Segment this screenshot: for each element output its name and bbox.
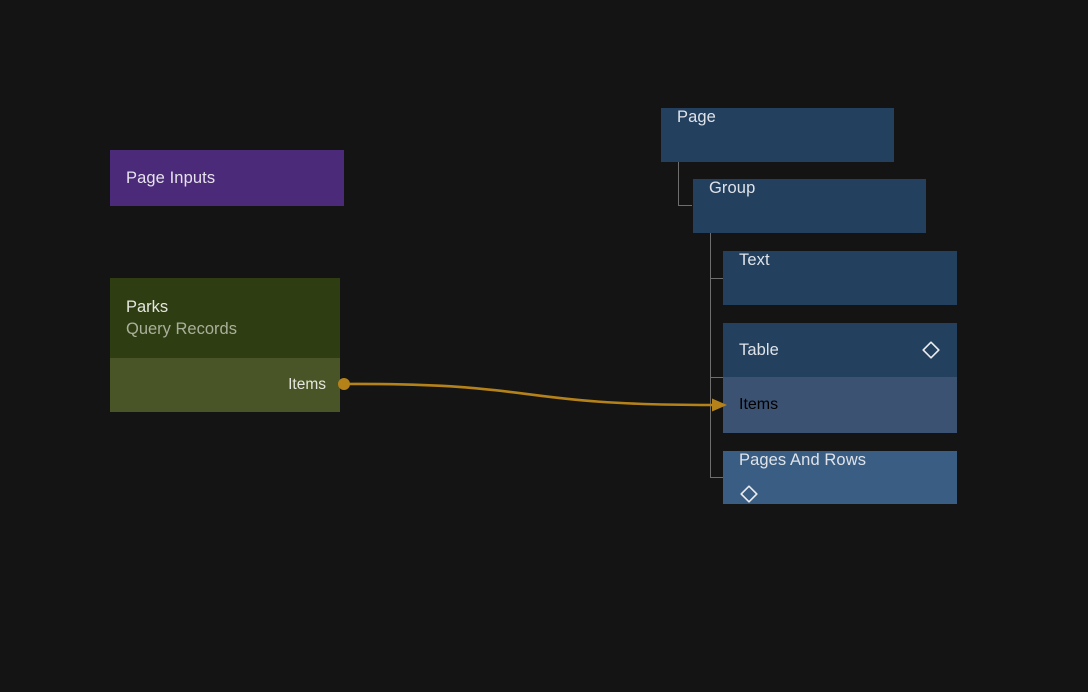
node-parks-output-port-items[interactable]: Items	[110, 358, 340, 412]
diamond-icon	[922, 341, 940, 359]
tree-connector-stub-table	[710, 377, 723, 378]
tree-connector-page-to-group	[678, 162, 679, 206]
edge-parks-items-to-table-items	[342, 382, 714, 407]
node-parks-output-port-dot[interactable]	[338, 378, 350, 390]
node-parks-output-port-label: Items	[288, 376, 326, 393]
node-page-label: Page	[677, 108, 716, 126]
node-page[interactable]: Page	[661, 108, 894, 162]
node-page-inputs[interactable]: Page Inputs	[110, 150, 344, 206]
node-group[interactable]: Group	[693, 179, 926, 233]
diamond-icon	[740, 485, 758, 503]
node-pages-and-rows[interactable]: Pages And Rows	[723, 451, 957, 504]
node-parks-title: Parks	[126, 297, 169, 316]
tree-connector-group-children	[710, 233, 711, 478]
node-table-input-port-label: Items	[739, 396, 779, 413]
tree-connector-stub-pages-and-rows	[710, 477, 723, 478]
node-parks[interactable]: Parks Query Records Items	[110, 278, 340, 412]
node-table-input-port-items[interactable]: Items	[723, 377, 957, 433]
tree-connector-page-to-group-stub	[678, 205, 692, 206]
node-group-label: Group	[709, 179, 756, 197]
node-parks-subtitle: Query Records	[126, 319, 237, 338]
node-table[interactable]: Table Items	[723, 323, 957, 433]
node-text-label: Text	[739, 251, 770, 269]
tree-connector-stub-text	[710, 278, 723, 279]
node-pages-and-rows-label: Pages And Rows	[739, 451, 867, 469]
node-table-label: Table	[739, 340, 779, 359]
node-table-header[interactable]: Table	[723, 323, 957, 377]
node-parks-header: Parks Query Records	[110, 278, 340, 358]
node-page-inputs-title: Page Inputs	[126, 168, 216, 187]
node-text[interactable]: Text	[723, 251, 957, 305]
